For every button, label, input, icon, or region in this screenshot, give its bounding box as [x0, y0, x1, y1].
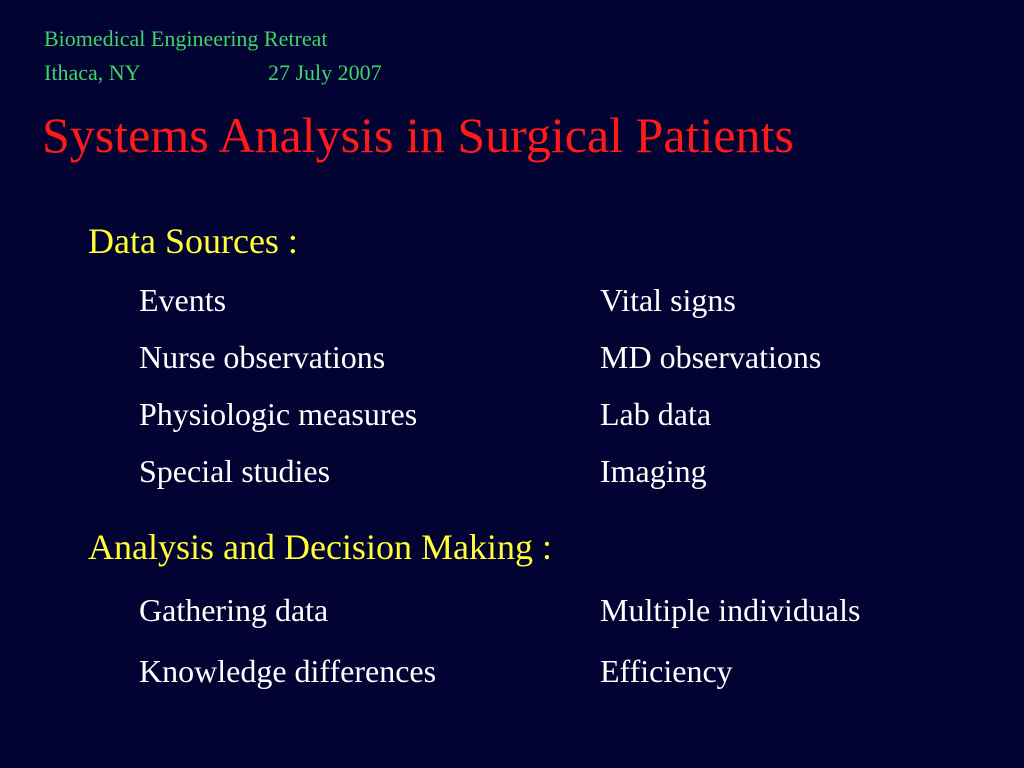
list-item: Knowledge differences [139, 653, 437, 689]
section-heading-analysis: Analysis and Decision Making : [88, 527, 552, 567]
event-location: Ithaca, NY [44, 60, 141, 85]
list-item: Gathering data [139, 592, 329, 628]
slide-title: Systems Analysis in Surgical Patients [42, 107, 794, 163]
list-item: Lab data [600, 396, 712, 432]
list-item: Imaging [600, 453, 707, 489]
list-item: Physiologic measures [139, 396, 418, 432]
list-item: Events [139, 282, 227, 318]
list-item: Special studies [139, 453, 331, 489]
list-item: Multiple individuals [600, 592, 861, 628]
list-item: Efficiency [600, 653, 733, 689]
list-item: Nurse observations [139, 339, 386, 375]
list-item: MD observations [600, 339, 822, 375]
list-item: Vital signs [600, 282, 736, 318]
event-name: Biomedical Engineering Retreat [44, 26, 328, 51]
event-date: 27 July 2007 [268, 60, 382, 85]
section-heading-data-sources: Data Sources : [88, 221, 298, 261]
